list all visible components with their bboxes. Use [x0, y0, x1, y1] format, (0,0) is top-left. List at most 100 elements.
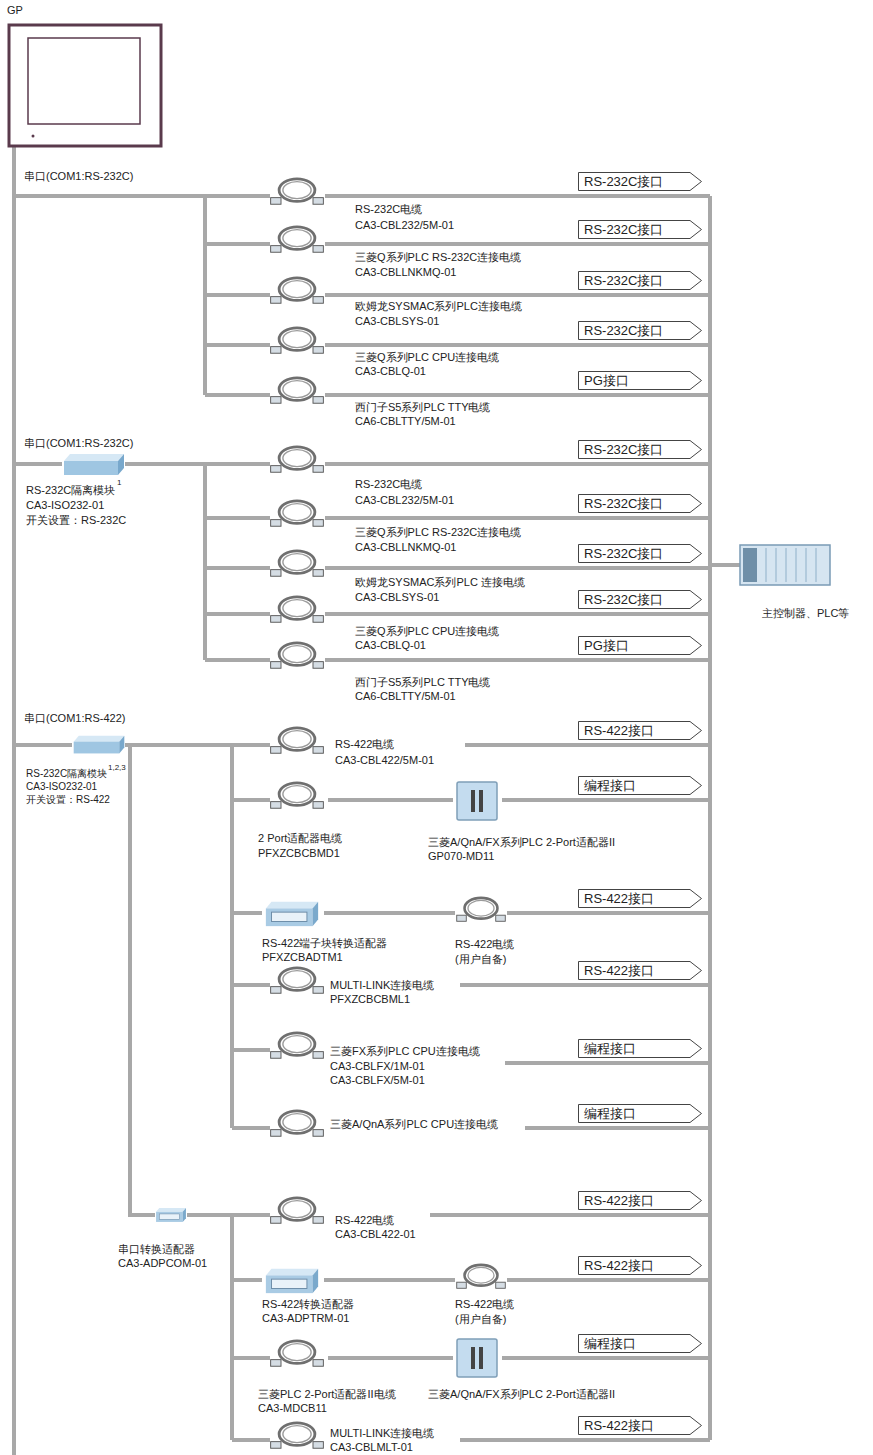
- caption-text: 串口(COM1:RS-232C): [24, 170, 133, 183]
- caption-text: 2 Port适配器电缆: [258, 832, 342, 845]
- caption-text: 三菱PLC 2-Port适配器II电缆: [258, 1388, 396, 1401]
- interface-tag: RS-232C接口: [578, 220, 702, 239]
- caption-text: CA3-CBLQ-01: [355, 365, 426, 378]
- iso-icon: [74, 736, 125, 754]
- tag-shape: [579, 777, 702, 795]
- interface-name: RS-422接口: [584, 1258, 654, 1273]
- interface-name: 编程接口: [584, 1106, 636, 1121]
- interface-tag: RS-422接口: [578, 1191, 702, 1210]
- caption-text: 欧姆龙SYSMAC系列PLC 连接电缆: [355, 576, 525, 589]
- caption-text: MULTI-LINK连接电缆: [330, 979, 434, 992]
- caption-text: CA3-MDCB11: [258, 1402, 327, 1415]
- caption-text: 三菱Q系列PLC RS-232C连接电缆: [355, 251, 521, 264]
- cable-icon: [271, 1033, 324, 1058]
- interface-tag: RS-232C接口: [578, 321, 702, 340]
- caption-text: 欧姆龙SYSMAC系列PLC连接电缆: [355, 300, 522, 313]
- caption-text: CA3-CBLLNKMQ-01: [355, 541, 456, 554]
- gp-frame: [9, 25, 161, 146]
- device-label: 主控制器、PLC等: [762, 607, 849, 620]
- tag-shape: [579, 441, 702, 459]
- interface-tag: RS-232C接口: [578, 494, 702, 513]
- interface-name: RS-232C接口: [584, 174, 663, 189]
- caption-text: CA3-ADPTRM-01: [262, 1312, 349, 1325]
- interface-tag: RS-232C接口: [578, 172, 702, 191]
- caption-text: RS-232C隔离模块: [26, 768, 107, 780]
- gp-led: [32, 135, 35, 138]
- interface-tag: 编程接口: [578, 1039, 702, 1058]
- interface-tag: 编程接口: [578, 1104, 702, 1123]
- caption-text: 三菱FX系列PLC CPU连接电缆: [330, 1045, 480, 1058]
- cable-icon: [271, 278, 324, 303]
- dev-icon: [457, 1339, 497, 1377]
- interface-name: RS-422接口: [584, 1193, 654, 1208]
- interface-name: PG接口: [584, 373, 629, 388]
- caption-text: 串口(COM1:RS-232C): [24, 437, 133, 450]
- caption-text: 开关设置：RS-422: [26, 794, 110, 806]
- device-title: GP: [7, 4, 23, 17]
- tag-shape: [579, 591, 702, 609]
- tag-shape: [579, 221, 702, 239]
- caption-text: CA3-CBLFX/1M-01: [330, 1060, 425, 1073]
- caption-text: 三菱Q系列PLC CPU连接电缆: [355, 351, 499, 364]
- interface-name: RS-422接口: [584, 1418, 654, 1433]
- caption-text: 串口(COM1:RS-422): [24, 712, 125, 725]
- tag-shape: [579, 372, 702, 390]
- tag-shape: [579, 962, 702, 980]
- caption-text: RS-232C隔离模块: [26, 484, 115, 497]
- tag-shape: [579, 1192, 702, 1210]
- dev-icon: [457, 782, 497, 820]
- plc-icon: [738, 541, 833, 589]
- iso-icon: [64, 454, 124, 475]
- tag-shape: [579, 545, 702, 563]
- term-icon: [266, 1269, 318, 1293]
- caption-text: CA3-CBLSYS-01: [355, 591, 439, 604]
- tag-shape: [579, 272, 702, 290]
- caption-text: CA6-CBLTTY/5M-01: [355, 415, 456, 428]
- cable-icon: [271, 1198, 324, 1223]
- caption-text: RS-422电缆: [335, 1214, 394, 1227]
- cable-icon: [271, 597, 324, 622]
- interface-tag: RS-422接口: [578, 961, 702, 980]
- caption-text: CA3-CBLFX/5M-01: [330, 1074, 425, 1087]
- cable-icon: [271, 179, 324, 204]
- term-icon: [266, 902, 318, 926]
- cable-icon: [271, 328, 324, 353]
- caption-text: CA3-CBLMLT-01: [330, 1441, 413, 1454]
- caption-text: CA3-CBL422-01: [335, 1228, 416, 1241]
- tag-shape: [579, 173, 702, 191]
- caption-text: 西门子S5系列PLC TTY电缆: [355, 676, 491, 689]
- cable-icon: [457, 1265, 506, 1288]
- cable-icon: [271, 551, 324, 576]
- plc-shape: [740, 545, 830, 585]
- interface-tag: RS-232C接口: [578, 590, 702, 609]
- caption-text: PFXZCBCBML1: [330, 993, 410, 1006]
- cable-icon: [457, 898, 506, 921]
- interface-tag: RS-422接口: [578, 889, 702, 908]
- interface-name: RS-232C接口: [584, 496, 663, 511]
- interface-tag: 编程接口: [578, 1334, 702, 1353]
- caption-text: RS-232C电缆: [355, 203, 422, 216]
- cable-icon: [271, 447, 324, 472]
- interface-tag: PG接口: [578, 371, 702, 390]
- caption-text: CA3-CBL422/5M-01: [335, 754, 434, 767]
- caption-text: CA6-CBLTTY/5M-01: [355, 690, 456, 703]
- caption-text: MULTI-LINK连接电缆: [330, 1427, 434, 1440]
- tag-shape: [579, 1417, 702, 1435]
- caption-text: CA3-CBL232/5M-01: [355, 219, 454, 232]
- cable-icon: [271, 1341, 324, 1366]
- interface-name: RS-232C接口: [584, 323, 663, 338]
- cable-icon: [271, 378, 324, 403]
- caption-text: 三菱A/QnA/FX系列PLC 2-Port适配器II: [428, 836, 615, 849]
- caption-text: CA3-ISO232-01: [26, 499, 104, 512]
- caption-text: CA3-ADPCOM-01: [118, 1257, 207, 1270]
- tag-shape: [579, 637, 702, 655]
- footnote-number: 1: [117, 478, 121, 488]
- cable-icon: [271, 968, 324, 993]
- caption-text: RS-422转换适配器: [262, 1298, 354, 1311]
- cable-icon: [271, 643, 324, 668]
- caption-text: 三菱Q系列PLC CPU连接电缆: [355, 625, 499, 638]
- tag-shape: [579, 1040, 702, 1058]
- cable-icon: [271, 227, 324, 252]
- caption-text: 开关设置：RS-232C: [26, 514, 126, 527]
